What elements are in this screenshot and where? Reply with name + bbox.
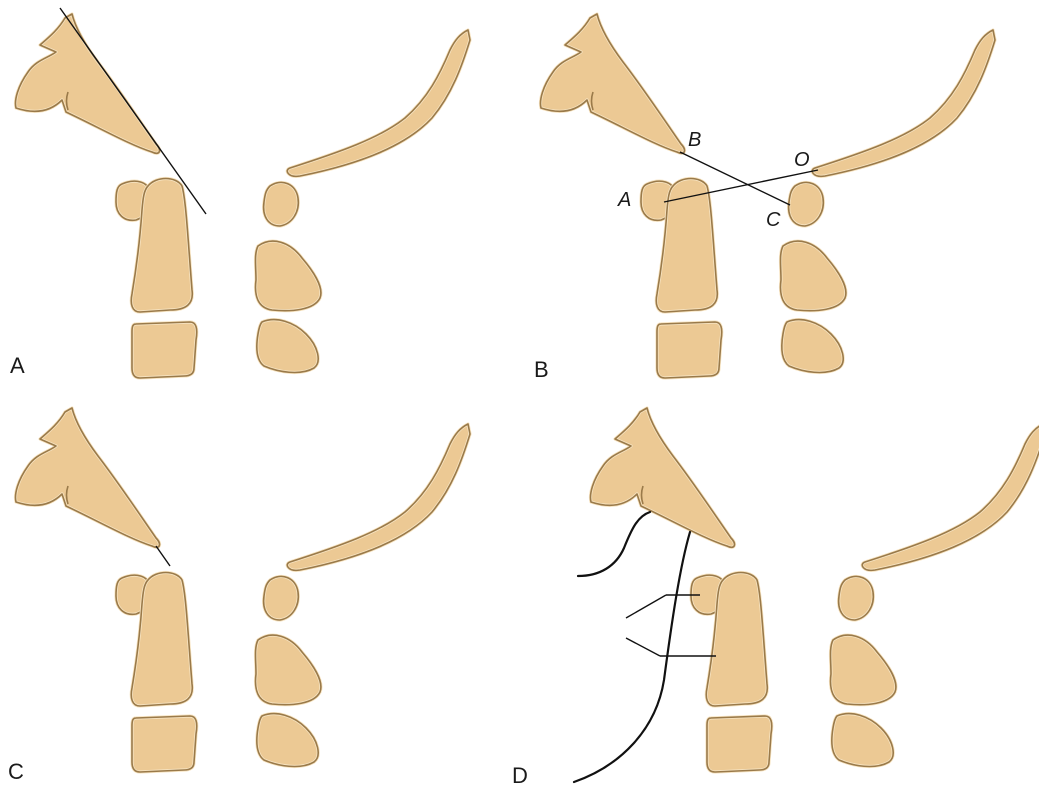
panel-b-label: B — [534, 357, 549, 382]
panel-d-measure-line-2 — [626, 638, 660, 656]
panel-d-measure-line-1 — [626, 595, 666, 618]
panel-c: C — [8, 408, 470, 784]
panel-a: A — [10, 8, 470, 378]
panel-d: D — [512, 408, 1039, 788]
panel-b: A B C O B — [534, 14, 995, 382]
panel-d-anatomy — [591, 408, 1039, 772]
panel-b-anatomy — [541, 14, 996, 378]
point-label-b: B — [688, 129, 701, 151]
panel-c-basion-dens-line — [156, 546, 170, 566]
panel-d-label: D — [512, 763, 528, 788]
panel-c-label: C — [8, 759, 24, 784]
point-label-c: C — [766, 209, 781, 231]
panel-a-anatomy — [16, 14, 471, 378]
panel-d-prevertebral-curve — [574, 532, 690, 782]
panel-c-anatomy — [16, 408, 471, 772]
panel-a-label: A — [10, 353, 25, 378]
point-label-o: O — [794, 149, 810, 171]
panel-d-upper-curve — [578, 512, 650, 576]
point-label-a: A — [617, 189, 631, 211]
